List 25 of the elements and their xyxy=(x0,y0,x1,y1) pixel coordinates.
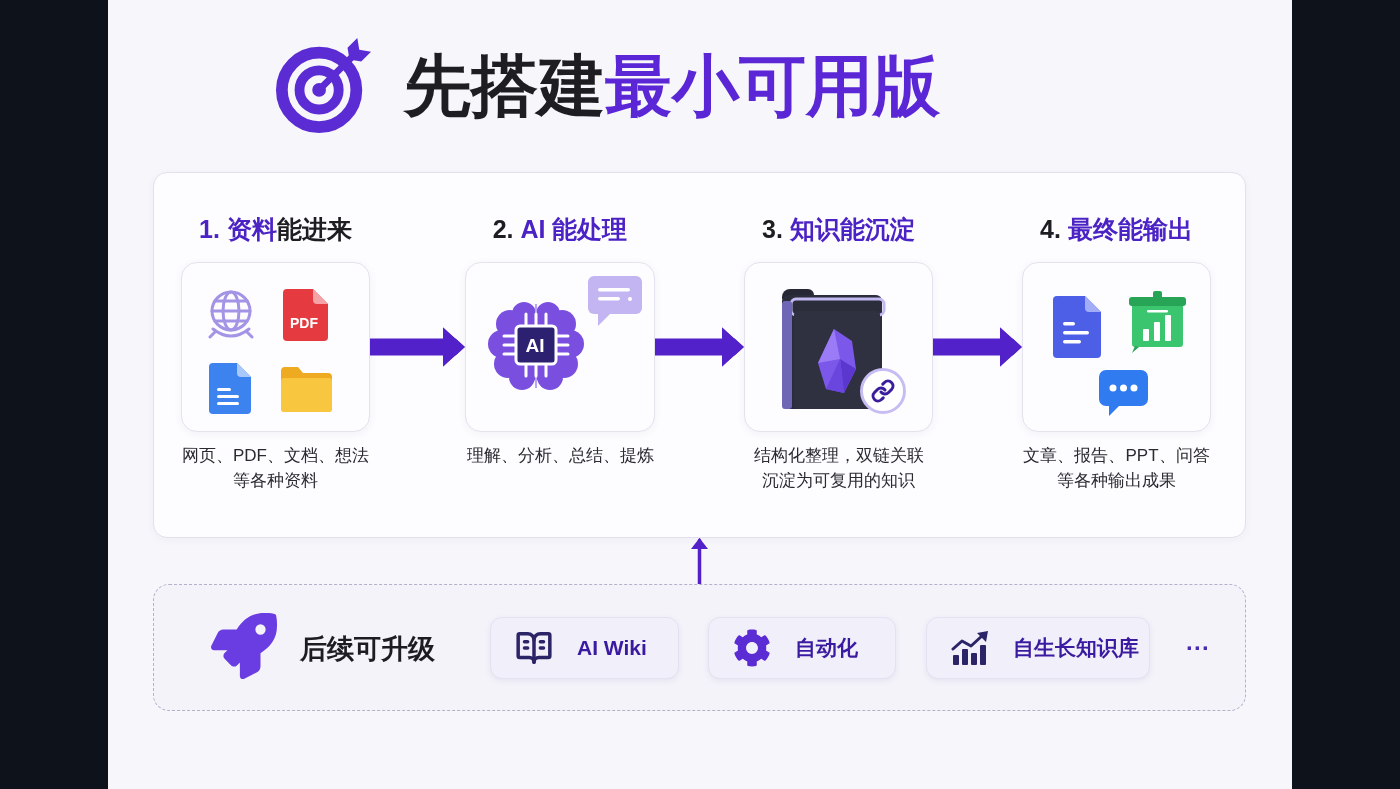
arrow xyxy=(655,327,744,367)
step-description: 理解、分析、总结、提炼 xyxy=(465,445,655,467)
pill-label: 自生长知识库 xyxy=(1013,635,1139,662)
arrow xyxy=(933,327,1022,367)
feature-pill xyxy=(490,617,679,679)
pill-label: 自动化 xyxy=(795,635,858,662)
step-heading: 1. 资料能进来 xyxy=(199,214,352,245)
ellipsis-text: ··· xyxy=(1186,636,1210,660)
feature-pill xyxy=(926,617,1150,679)
step-heading: 4. 最终能输出 xyxy=(1040,214,1193,245)
section-heading: 后续可升级 xyxy=(300,633,435,666)
step-description: 文章、报告、PPT、问答等各种输出成果 xyxy=(1022,445,1211,492)
step-heading: 3. 知识能沉淀 xyxy=(762,214,915,245)
file-type-label: PDF xyxy=(290,316,318,330)
page-title: 先搭建最小可用版 xyxy=(404,47,940,125)
process-panel xyxy=(153,172,1246,538)
upgrade-panel xyxy=(153,584,1246,711)
arrow xyxy=(370,327,465,367)
step-description: 结构化整理，双链关联沉淀为可复用的知识 xyxy=(752,445,925,492)
chip-label: AI xyxy=(525,335,545,355)
arrow xyxy=(691,538,708,584)
pill-label: AI Wiki xyxy=(577,635,647,662)
feature-pill xyxy=(708,617,896,679)
step-description: 网页、PDF、文档、想法等各种资料 xyxy=(181,445,370,492)
step-heading: 2. AI 能处理 xyxy=(492,214,628,245)
